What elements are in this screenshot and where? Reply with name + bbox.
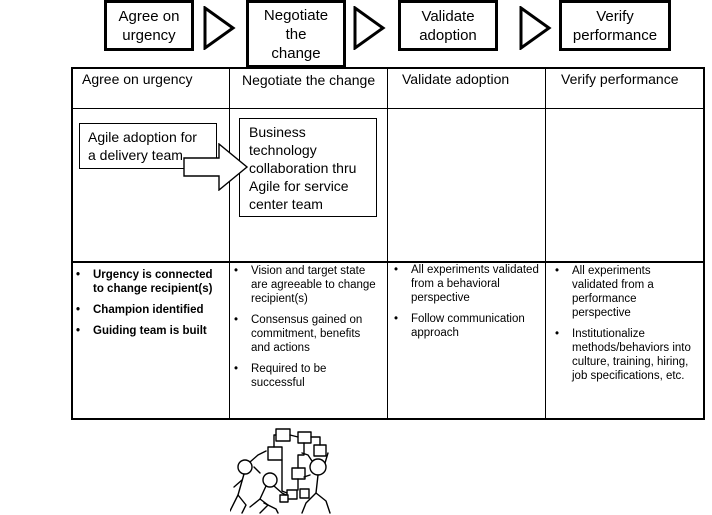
table-col-divider — [229, 67, 230, 420]
table-row-divider — [71, 261, 705, 263]
chevron-right-icon — [353, 6, 386, 50]
stage-label-line: Agree on — [118, 7, 180, 25]
example-to-box: Business technology collaboration thru A… — [239, 118, 377, 217]
criteria-list-verify-performance: All experiments validated from a perform… — [552, 264, 692, 390]
stage-label-line: change — [271, 44, 321, 62]
table-border-top — [71, 67, 705, 69]
stage-criteria-table: Agree on urgency Negotiate the change Va… — [71, 67, 705, 420]
table-row-divider — [71, 108, 705, 109]
column-header: Agree on urgency — [82, 71, 193, 87]
example-text-line: a delivery team — [88, 147, 183, 163]
criteria-item: Urgency is connected to change recipient… — [73, 268, 223, 296]
stage-label-line: Negotiate — [263, 6, 329, 24]
criteria-item: Guiding team is built — [73, 324, 223, 338]
table-col-divider — [545, 67, 546, 420]
stage-validate-adoption: Validate adoption — [398, 0, 498, 51]
stage-label-line: adoption — [419, 26, 477, 44]
table-border-bottom — [71, 418, 705, 420]
stage-label-line: the — [285, 25, 307, 43]
column-header: Negotiate the change — [242, 72, 376, 88]
table-border-right — [703, 67, 705, 420]
team-collaboration-sketch-icon — [230, 428, 331, 514]
example-text-line: collaboration thru — [249, 160, 357, 176]
criteria-item: Consensus gained on commitment, benefits… — [231, 313, 381, 355]
table-col-divider — [387, 67, 388, 420]
criteria-item: Follow communication approach — [391, 312, 541, 340]
criteria-item: Institutionalize methods/behaviors into … — [552, 327, 692, 383]
example-text-line: Agile adoption for — [88, 129, 197, 145]
column-header: Verify performance — [561, 71, 679, 87]
column-header: Validate adoption — [402, 71, 510, 87]
criteria-list-validate-adoption: All experiments validated from a behavio… — [391, 263, 541, 347]
table-border-left — [71, 67, 73, 420]
stage-agree-on-urgency: Agree on urgency — [104, 0, 194, 51]
criteria-item: All experiments validated from a perform… — [552, 264, 692, 320]
stage-label-line: performance — [572, 26, 658, 44]
criteria-list-agree-on-urgency: Urgency is connected to change recipient… — [73, 268, 223, 345]
stage-verify-performance: Verify performance — [559, 0, 671, 51]
stage-label-line: urgency — [122, 26, 176, 44]
example-text-line: center team — [249, 196, 323, 212]
block-arrow-right-icon — [183, 143, 249, 191]
criteria-item: All experiments validated from a behavio… — [391, 263, 541, 305]
example-text-line: technology — [249, 142, 317, 158]
stage-negotiate-the-change: Negotiate the change — [246, 0, 346, 68]
example-text-line: Business — [249, 124, 306, 140]
example-text-line: Agile for service — [249, 178, 349, 194]
criteria-item: Vision and target state are agreeable to… — [231, 264, 381, 306]
stage-label-line: Validate — [421, 7, 475, 25]
criteria-list-negotiate-the-change: Vision and target state are agreeable to… — [231, 264, 381, 397]
chevron-right-icon — [203, 6, 236, 50]
criteria-item: Required to be successful — [231, 362, 381, 390]
chevron-right-icon — [519, 6, 552, 50]
stage-label-line: Verify — [596, 7, 634, 25]
criteria-item: Champion identified — [73, 303, 223, 317]
